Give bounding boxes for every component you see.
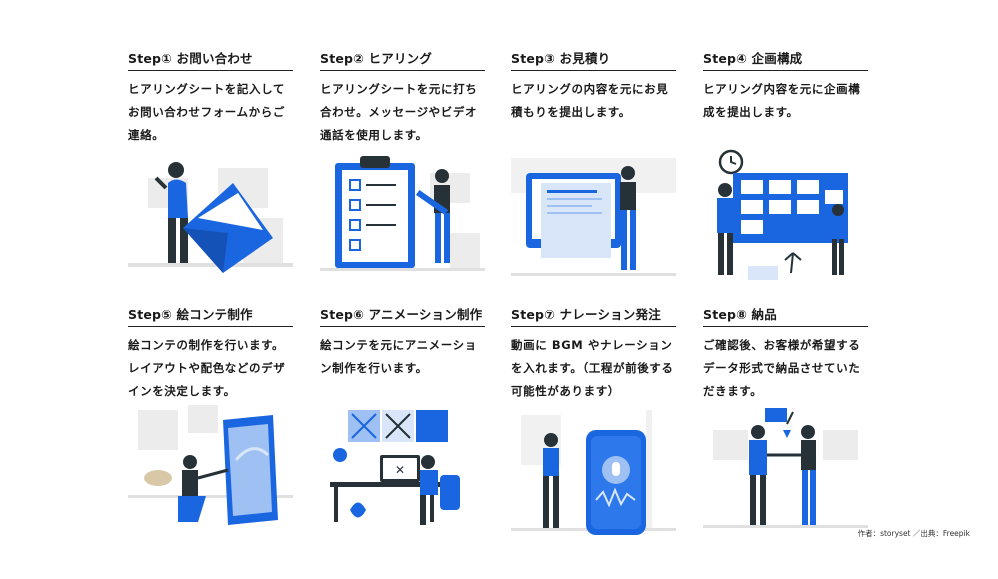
step-description: ヒアリングシートを元に打ち合わせ。メッセージやビデオ通話を使用します。 (320, 82, 478, 142)
step-title: Step⑥ アニメーション制作 (320, 304, 485, 327)
step-title: Step⑧ 納品 (703, 304, 868, 327)
step-7: Step⑦ ナレーション発注 動画に BGM やナレーションを入れます。（工程が… (511, 304, 676, 403)
step-title: Step② ヒアリング (320, 48, 485, 71)
estimate-document-illustration (511, 148, 676, 283)
step-description: ヒアリングの内容を元にお見積もりを提出します。 (511, 82, 669, 119)
step-title: Step⑦ ナレーション発注 (511, 304, 676, 327)
step-3: Step③ お見積り ヒアリングの内容を元にお見積もりを提出します。 (511, 48, 676, 124)
image-credit: 作者：storyset ／出典：Freepik (857, 529, 970, 538)
step-title: Step④ 企画構成 (703, 48, 868, 71)
step-description: 絵コンテを元にアニメーション制作を行います。 (320, 338, 477, 375)
painting-canvas-illustration (128, 400, 293, 535)
step-description: ヒアリングシートを記入してお問い合わせフォームからご連絡。 (128, 82, 285, 142)
step-description: ヒアリング内容を元に企画構成を提出します。 (703, 82, 861, 119)
step-description: 動画に BGM やナレーションを入れます。（工程が前後する可能性があります） (511, 338, 674, 398)
step-description: ご確認後、お客様が希望するデータ形式で納品させていただきます。 (703, 338, 861, 398)
voice-recording-illustration (511, 400, 676, 535)
step-1: Step① お問い合わせ ヒアリングシートを記入してお問い合わせフォームからご連… (128, 48, 293, 147)
step-4: Step④ 企画構成 ヒアリング内容を元に企画構成を提出します。 (703, 48, 868, 124)
envelope-illustration (128, 148, 293, 283)
delivery-handshake-illustration (703, 400, 868, 535)
step-description: 絵コンテの制作を行います。レイアウトや配色などのデザインを決定します。 (128, 338, 286, 398)
animation-desk-illustration: ✕ (320, 400, 485, 535)
planning-board-illustration (703, 148, 868, 283)
step-2: Step② ヒアリング ヒアリングシートを元に打ち合わせ。メッセージやビデオ通話… (320, 48, 485, 147)
step-title: Step⑤ 絵コンテ制作 (128, 304, 293, 327)
step-title: Step③ お見積り (511, 48, 676, 71)
step-6: Step⑥ アニメーション制作 絵コンテを元にアニメーション制作を行います。 (320, 304, 485, 380)
step-8: Step⑧ 納品 ご確認後、お客様が希望するデータ形式で納品させていただきます。 (703, 304, 868, 403)
step-title: Step① お問い合わせ (128, 48, 293, 71)
svg-text:✕: ✕ (395, 463, 405, 477)
step-5: Step⑤ 絵コンテ制作 絵コンテの制作を行います。レイアウトや配色などのデザイ… (128, 304, 293, 403)
checklist-illustration (320, 148, 485, 283)
